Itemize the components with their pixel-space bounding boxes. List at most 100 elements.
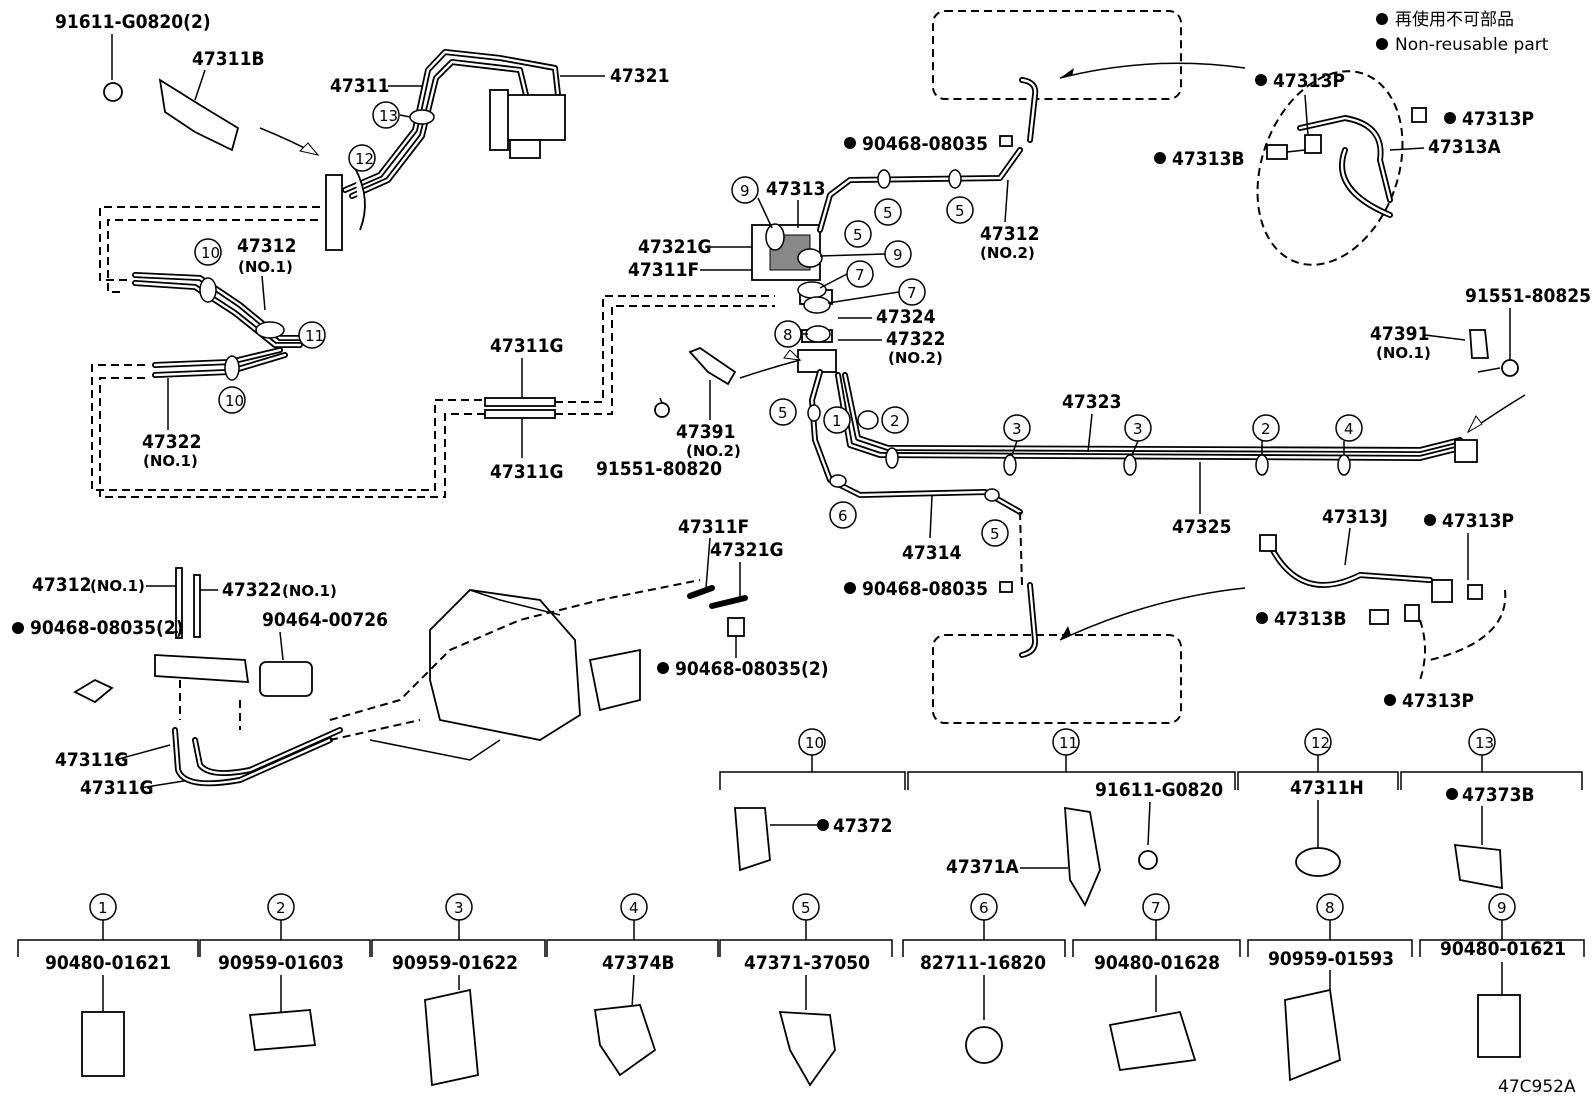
label-clip-top: 90468-08035 — [862, 133, 988, 155]
label-bolt: 91611-G0820(2) — [55, 11, 211, 33]
svg-text:5: 5 — [778, 404, 788, 422]
clip-7 — [1108, 1010, 1197, 1072]
label-47314: 47314 — [902, 542, 962, 564]
label-47323: 47323 — [1062, 391, 1121, 413]
cushion-90464 — [259, 661, 313, 697]
callout-row-lower: 1 2 3 4 5 6 7 8 9 90480-01621 90959-0160… — [17, 893, 1585, 1087]
svg-text:(NO.1): (NO.1) — [1376, 344, 1431, 362]
label-bracket: 47311B — [192, 48, 265, 70]
label-47313B: 47313B — [1172, 148, 1245, 170]
label-47313B-2: 47313B — [1274, 608, 1347, 630]
svg-text:12: 12 — [355, 150, 374, 168]
svg-text:(NO.2): (NO.2) — [888, 349, 943, 367]
union-47311G-pair: 47311G 47311G — [484, 295, 775, 483]
svg-text:(NO.1): (NO.1) — [143, 452, 198, 470]
svg-text:5: 5 — [801, 899, 811, 917]
svg-text:1: 1 — [98, 899, 108, 917]
clip-5 — [778, 1011, 836, 1087]
label-91551-80825: 91551-80825 — [1465, 285, 1591, 307]
svg-text:13: 13 — [379, 107, 398, 125]
svg-text:Non-reusable part: Non-reusable part — [1395, 35, 1549, 55]
label-47391-no2: 47391 — [676, 421, 735, 443]
bolt-icon — [1138, 850, 1158, 870]
rear-wheel-area-box — [932, 634, 1182, 724]
svg-text:10: 10 — [225, 392, 244, 410]
bolt-icon — [654, 402, 670, 418]
svg-text:11: 11 — [305, 327, 324, 345]
label-90480-01621-b: 90480-01621 — [1440, 938, 1566, 960]
label-90480-01628: 90480-01628 — [1094, 952, 1220, 974]
bracket-47391-no1: 91551-80825 47391 (NO.1) — [1370, 285, 1591, 377]
label-47313P-b: 47313P — [1462, 108, 1534, 130]
svg-text:9: 9 — [1497, 899, 1507, 917]
svg-text:3: 3 — [1012, 420, 1022, 438]
label-47311G-bottom: 47311G — [490, 461, 564, 483]
label-clip2-bl: 90468-08035(2) — [675, 658, 829, 680]
label-47322: 47322 — [886, 328, 945, 350]
right-top-hose: 47313P 47313P 47313B 47313A — [1154, 70, 1534, 266]
label-82711-16820: 82711-16820 — [920, 952, 1046, 974]
label-47371-37050: 47371-37050 — [744, 952, 870, 974]
bolt-icon — [1501, 359, 1519, 377]
clip-47371A — [1064, 806, 1101, 907]
diagram-code: 47C952A — [1498, 1077, 1576, 1097]
svg-text:8: 8 — [783, 326, 793, 344]
svg-text:4: 4 — [1344, 420, 1354, 438]
svg-text:6: 6 — [979, 899, 989, 917]
svg-text:8: 8 — [1325, 899, 1335, 917]
label-47324: 47324 — [876, 306, 936, 328]
clip-8 — [1284, 988, 1341, 1082]
label-47371A: 47371A — [946, 856, 1019, 878]
label-47311G-bl-2: 47311G — [80, 777, 154, 799]
svg-text:5: 5 — [853, 226, 863, 244]
svg-text:9: 9 — [893, 246, 903, 264]
svg-text:5: 5 — [883, 204, 893, 222]
svg-text:再使用不可部品: 再使用不可部品 — [1395, 9, 1514, 30]
label-47391-no1: 47391 — [1370, 323, 1429, 345]
pointer-arrow-icon — [1059, 62, 1246, 79]
legend: 再使用不可部品 Non-reusable part — [1376, 9, 1549, 55]
pointer-arrow-icon — [1059, 587, 1246, 641]
label-47313A: 47313A — [1428, 136, 1501, 158]
svg-text:7: 7 — [855, 266, 865, 284]
svg-text:12: 12 — [1311, 734, 1330, 752]
bracket-47311B — [158, 78, 240, 152]
front-wheel-area-box — [932, 10, 1182, 100]
label-47325: 47325 — [1172, 516, 1231, 538]
svg-text:11: 11 — [1059, 734, 1078, 752]
label-47313: 47313 — [766, 178, 825, 200]
svg-text:2: 2 — [276, 899, 286, 917]
label-47312-no1: 47312 — [237, 235, 296, 257]
label-clip-bl: 90468-08035(2) — [30, 617, 184, 639]
clip-47373B — [1453, 843, 1503, 890]
svg-text:10: 10 — [805, 734, 824, 752]
bracket-47391-no2: 47391 (NO.2) 91551-80820 — [596, 346, 802, 480]
svg-text:7: 7 — [907, 284, 917, 302]
svg-text:7: 7 — [1151, 899, 1161, 917]
label-cushion: 90464-00726 — [262, 609, 388, 631]
label-47321: 47321 — [610, 65, 669, 87]
svg-text:6: 6 — [838, 507, 848, 525]
svg-text:(NO.2): (NO.2) — [686, 442, 741, 460]
label-47321G-bl: 47321G — [710, 539, 784, 561]
svg-text:13: 13 — [1475, 734, 1494, 752]
svg-text:5: 5 — [990, 525, 1000, 543]
svg-text:3: 3 — [1133, 420, 1143, 438]
label-47311F: 47311F — [628, 259, 699, 281]
label-47372: 47372 — [833, 815, 892, 837]
top-left-assembly: 91611-G0820(2) 47311B 47311 47321 13 12 — [55, 11, 669, 498]
svg-text:10: 10 — [201, 244, 220, 262]
label-47313P-d: 47313P — [1402, 690, 1474, 712]
label-clip-bottom: 90468-08035 — [862, 578, 988, 600]
svg-text:3: 3 — [454, 899, 464, 917]
label-47373B: 47373B — [1462, 784, 1535, 806]
label-47311F-bl: 47311F — [678, 516, 749, 538]
label-47322-no1: 47322 — [142, 431, 201, 453]
label-47313J: 47313J — [1322, 506, 1388, 528]
label-47311G-top: 47311G — [490, 335, 564, 357]
label-47311G-bl-1: 47311G — [55, 749, 129, 771]
grommet-47311H — [1295, 847, 1341, 877]
label-47374B: 47374B — [602, 952, 675, 974]
label-47311H: 47311H — [1290, 777, 1364, 799]
bolt-icon — [1369, 609, 1389, 625]
